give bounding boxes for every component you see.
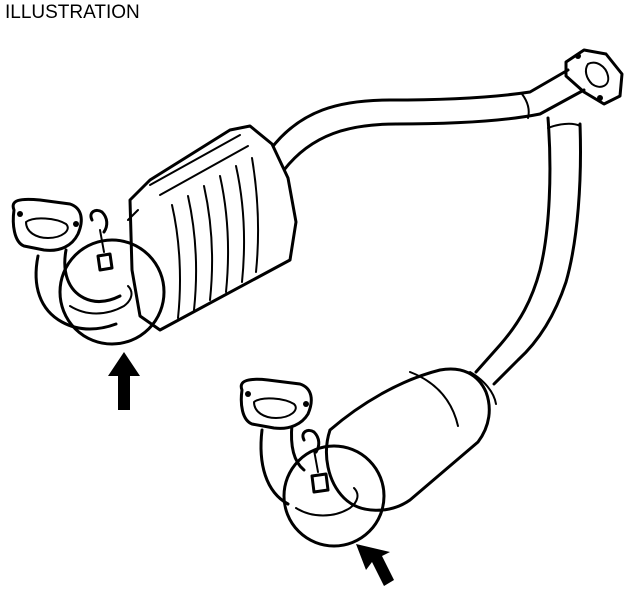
flange-bolt-hole	[245, 391, 251, 397]
left-oxygen-sensor	[89, 208, 114, 272]
right-inlet-pipe	[239, 377, 313, 506]
left-callout-arrow	[108, 352, 140, 410]
flange-bolt-hole	[303, 401, 309, 407]
illustration-caption: ILLUSTRATION	[5, 2, 140, 23]
right-callout-circle	[282, 444, 386, 548]
lower-pipe	[474, 116, 582, 386]
right-catalytic-converter	[325, 367, 497, 512]
flange-bolt-hole	[597, 95, 603, 101]
flange-bolt-hole	[575, 53, 581, 59]
right-callout-arrow	[356, 544, 394, 586]
right-oxygen-sensor	[301, 428, 330, 494]
left-catalytic-converter	[127, 124, 298, 332]
left-callout-circle	[58, 238, 166, 346]
flange-bolt-hole	[73, 221, 79, 227]
left-inlet-pipe	[11, 197, 122, 331]
outlet-flange	[564, 48, 624, 106]
upper-crossover-pipe	[268, 68, 586, 172]
flange-bolt-hole	[17, 211, 23, 217]
